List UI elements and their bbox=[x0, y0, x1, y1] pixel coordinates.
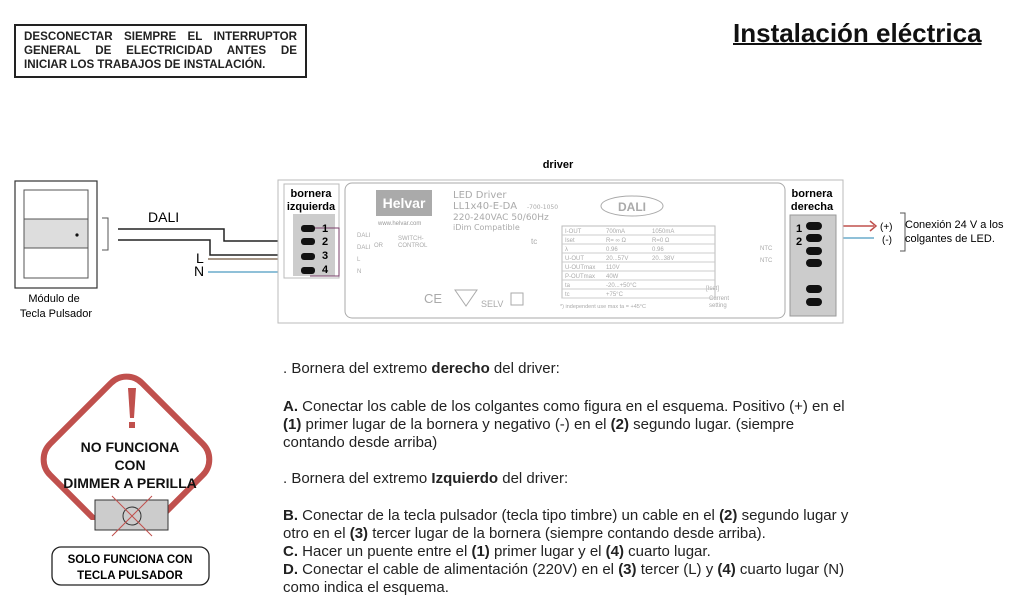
product-name: LED Driver bbox=[453, 190, 507, 201]
current-setting-1: Current bbox=[709, 296, 729, 302]
spec-cell: P-OUTmax bbox=[565, 274, 595, 280]
spec-cell: 0.96 bbox=[652, 247, 664, 253]
compat: iDim Compatible bbox=[453, 223, 520, 232]
tc-label: tc bbox=[531, 237, 537, 246]
right-terminal-2: 2 bbox=[796, 236, 802, 248]
input-dali-2: DALI bbox=[357, 245, 371, 251]
sign-bottom-1: SOLO FUNCIONA CON bbox=[68, 554, 193, 566]
spec-cell: R= ∞ Ω bbox=[606, 238, 626, 244]
negative-label: (-) bbox=[882, 235, 892, 246]
left-terminal-block: bornera izquierda 1 2 3 4 bbox=[283, 183, 340, 279]
input-l: L bbox=[357, 257, 361, 263]
sign-line-3: DIMMER A PERILLA bbox=[63, 475, 197, 491]
selv-label: SELV bbox=[481, 299, 503, 309]
module-label-1: Módulo de bbox=[28, 293, 79, 305]
spec-cell: +75°C bbox=[606, 292, 624, 298]
input-dali-1: DALI bbox=[357, 233, 371, 239]
connection-label-1: Conexión 24 V a los bbox=[905, 219, 1004, 231]
right-terminal-heading: . Bornera del extremo derecho del driver… bbox=[283, 360, 560, 377]
right-terminal-1: 1 bbox=[796, 223, 802, 235]
positive-label: (+) bbox=[880, 222, 893, 233]
right-terminal-title-2: derecha bbox=[791, 201, 834, 213]
model-suffix: -700-1050 bbox=[527, 204, 558, 211]
voltage: 220-240VAC 50/60Hz bbox=[453, 213, 549, 223]
line-label: L bbox=[196, 250, 204, 266]
driver-label: driver bbox=[543, 159, 574, 171]
ce-mark: CE bbox=[424, 291, 442, 306]
neutral-label: N bbox=[194, 263, 204, 279]
brand-url: www.helvar.com bbox=[377, 221, 421, 227]
led-driver: Helvar www.helvar.com LED Driver LL1x40-… bbox=[277, 179, 844, 324]
spec-cell: λ bbox=[565, 247, 568, 253]
step-d: D. Conectar el cable de alimentación (22… bbox=[283, 561, 845, 596]
sign-bottom-2: TECLA PULSADOR bbox=[77, 570, 183, 582]
or-label: OR bbox=[374, 243, 384, 249]
model-name: LL1x40-E-DA bbox=[453, 201, 517, 212]
left-terminal-title-2: izquierda bbox=[287, 201, 336, 213]
safety-warning: DESCONECTAR SIEMPRE EL INTERRUPTOR GENER… bbox=[14, 24, 307, 78]
spec-cell: Iset bbox=[565, 238, 575, 244]
switch-label-2: CONTROL bbox=[398, 243, 428, 249]
switch-label-1: SWITCH- bbox=[398, 236, 424, 242]
step-c: C. Hacer un puente entre el (1) primer l… bbox=[283, 543, 711, 560]
spec-cell: U-OUTmax bbox=[565, 265, 595, 271]
spec-cell: U-OUT bbox=[565, 256, 584, 262]
left-terminal-3: 3 bbox=[322, 250, 328, 262]
sign-line-2: CON bbox=[114, 457, 145, 473]
spec-cell: 1050mA bbox=[652, 229, 674, 235]
dali-logo: DALI bbox=[618, 200, 646, 214]
spec-cell: 110V bbox=[606, 265, 620, 271]
input-n: N bbox=[357, 269, 361, 275]
spec-table: I-OUT 700mA 1050mA Iset R= ∞ Ω R=0 Ω λ 0.96 0.96… bbox=[561, 225, 716, 299]
spec-cell: 20...38V bbox=[652, 256, 674, 262]
dali-label: DALI bbox=[148, 209, 179, 225]
sign-line-1: NO FUNCIONA bbox=[81, 439, 180, 455]
spec-cell: I-OUT bbox=[565, 229, 582, 235]
step-a: A. Conectar los cable de los colgantes c… bbox=[283, 398, 845, 451]
spec-cell: R=0 Ω bbox=[652, 238, 670, 244]
left-terminal-heading: . Bornera del extremo Izquierdo del driv… bbox=[283, 470, 569, 487]
right-terminal-title-1: bornera bbox=[792, 188, 834, 200]
page-title: Instalación eléctrica bbox=[733, 18, 982, 48]
spec-cell: 20...57V bbox=[606, 256, 628, 262]
spec-cell: 700mA bbox=[606, 229, 625, 235]
module-label-2: Tecla Pulsador bbox=[20, 308, 92, 320]
connection-label-2: colgantes de LED. bbox=[905, 233, 995, 245]
push-button-module: Módulo de Tecla Pulsador bbox=[14, 180, 109, 320]
spec-cell: ta bbox=[565, 283, 571, 289]
current-setting-2: setting bbox=[709, 303, 727, 309]
ntc-2: NTC bbox=[760, 258, 773, 264]
left-terminal-4: 4 bbox=[322, 264, 329, 276]
step-b: B. Conectar de la tecla pulsador (tecla … bbox=[283, 507, 849, 542]
spec-cell: tc bbox=[565, 292, 570, 298]
left-terminal-1: 1 bbox=[322, 223, 328, 235]
brand-logo: Helvar bbox=[383, 195, 426, 211]
left-terminal-title-1: bornera bbox=[291, 188, 333, 200]
spec-cell: 0.96 bbox=[606, 247, 618, 253]
footnote: *) independent use max ta = +45°C bbox=[560, 304, 646, 310]
ntc-1: NTC bbox=[760, 246, 773, 252]
left-terminal-2: 2 bbox=[322, 236, 328, 248]
spec-cell: 40W bbox=[606, 274, 619, 280]
no-dimmer-warning-sign: NO FUNCIONA CON DIMMER A PERILLA SOLO FU… bbox=[40, 373, 225, 586]
spec-cell: -20...+50°C bbox=[606, 283, 637, 289]
right-terminal-block: bornera derecha 1 2 bbox=[789, 188, 837, 317]
